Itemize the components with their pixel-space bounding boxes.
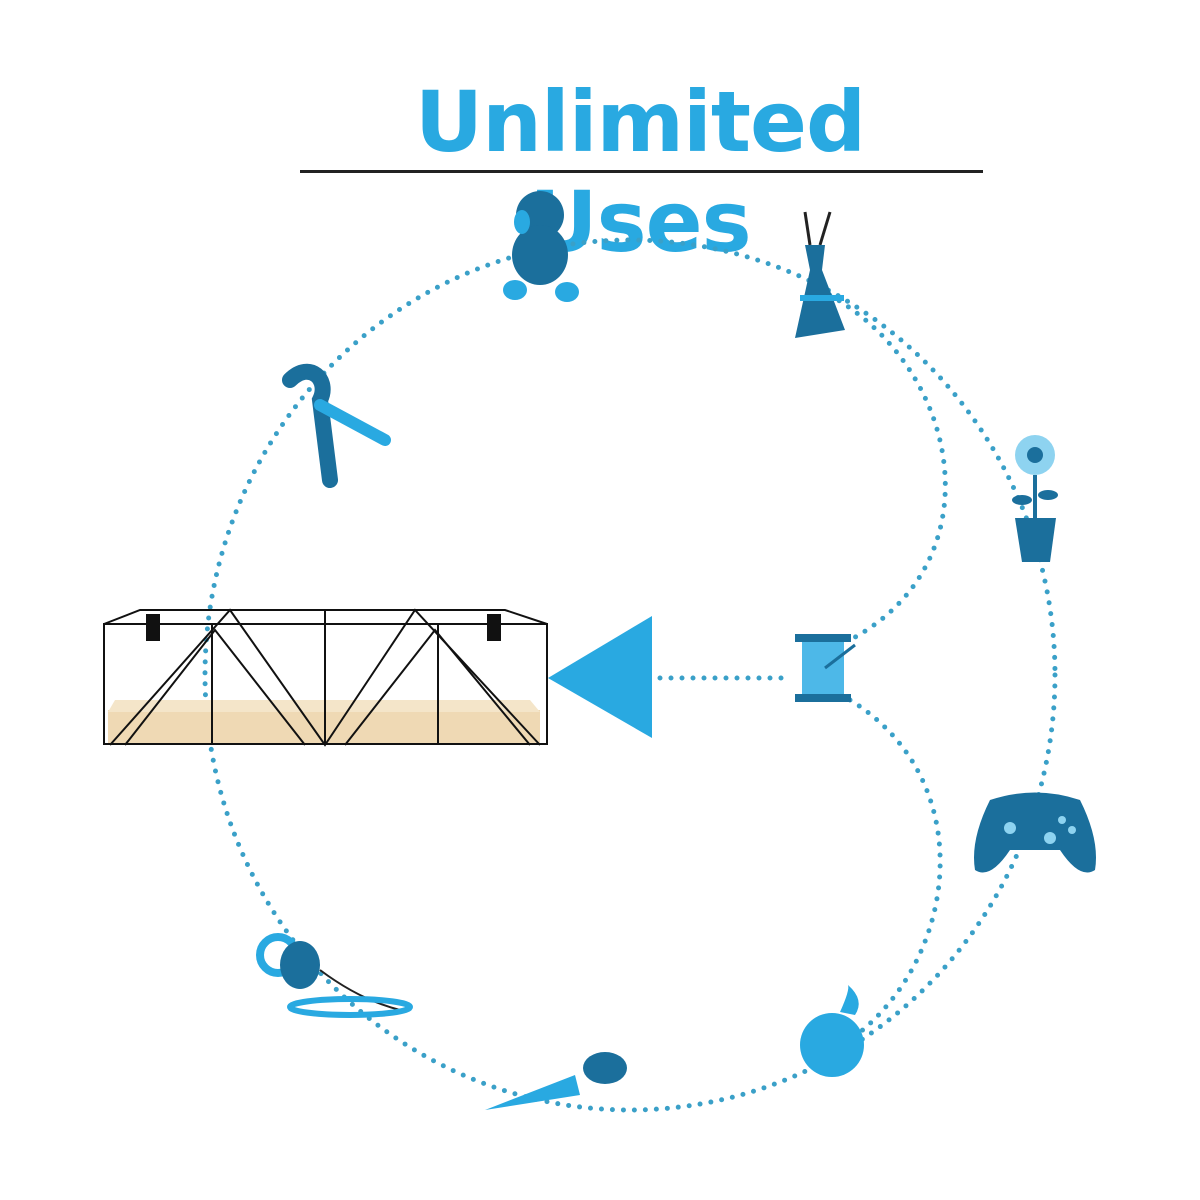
game-controller-icon xyxy=(974,792,1096,873)
dotted-path-upper xyxy=(817,287,948,643)
dog-leash-icon xyxy=(256,933,413,1018)
flower-pot-icon xyxy=(1012,435,1058,562)
title-underline xyxy=(300,170,983,173)
plush-sheep-icon xyxy=(503,191,579,302)
dotted-circle xyxy=(202,237,1058,1113)
vase-icon xyxy=(795,211,845,338)
dotted-path-lower xyxy=(847,697,943,1043)
apple-icon xyxy=(800,985,864,1077)
arrow-triangle xyxy=(548,616,652,738)
carrot-icon xyxy=(485,1052,627,1110)
wire-shelf-image xyxy=(103,608,548,747)
page-title: Unlimited Uses xyxy=(414,73,866,271)
scarf-icon xyxy=(282,363,391,488)
spool-icon xyxy=(795,634,856,702)
